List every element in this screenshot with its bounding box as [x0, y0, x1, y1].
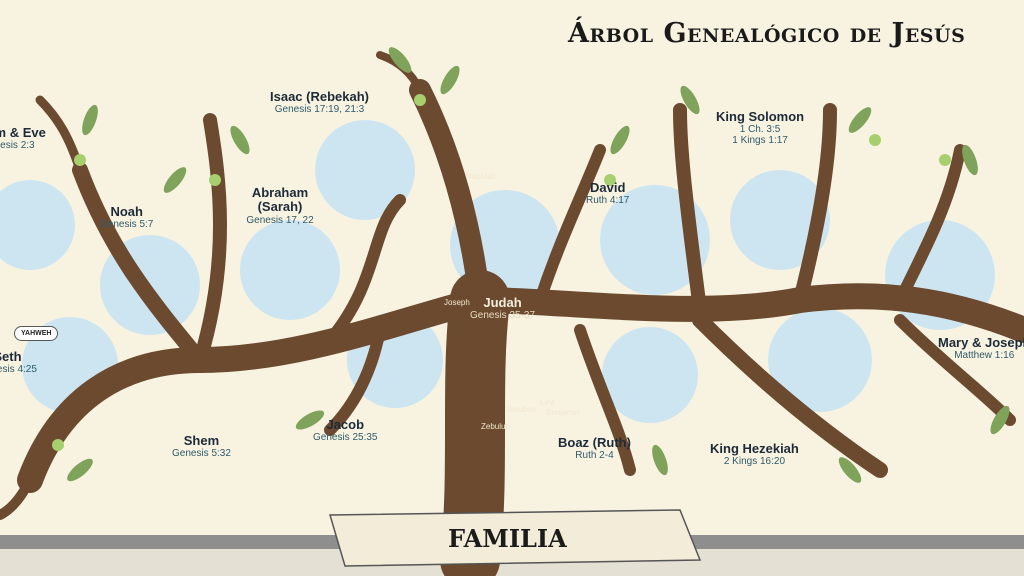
banner — [329, 509, 702, 567]
page-title: Árbol Genealógico de Jesús — [568, 18, 966, 49]
speech-bubble: YAHWEH — [14, 326, 59, 341]
label-boaz: Boaz (Ruth)Ruth 2-4 — [558, 435, 631, 462]
banner-label: FAMILIA — [448, 524, 567, 553]
leaves — [67, 47, 1010, 483]
label-abraham: Abraham (Sarah)Genesis 17, 22 — [246, 185, 314, 226]
label-adam-eve: Adam & EveGenesis 2:3 — [0, 125, 46, 152]
leaf-dots — [52, 94, 951, 451]
minor-label-reuben: Reuben — [508, 405, 537, 414]
label-isaac: Isaac (Rebekah)Genesis 17:19, 21:3 — [270, 89, 369, 116]
minor-label-zebulun: Zebulun — [481, 422, 510, 431]
minor-label-benjamin: Benjamin — [546, 408, 580, 417]
minor-label-naphtali: Naphtali — [466, 172, 496, 181]
minor-label-joseph: Joseph — [444, 298, 470, 307]
label-seth: SethGenesis 4:25 — [0, 349, 37, 376]
minor-label-levi: Levi — [540, 398, 555, 407]
